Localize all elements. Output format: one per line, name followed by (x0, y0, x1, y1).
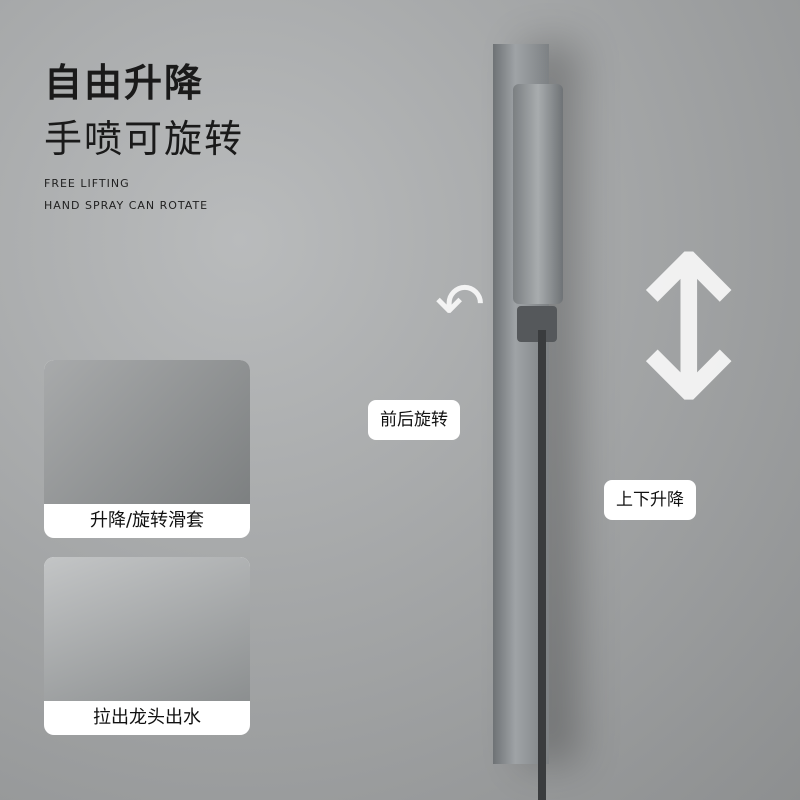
card-caption: 拉出龙头出水 (93, 707, 201, 728)
slider-detail-image (44, 360, 250, 504)
up-down-arrow-icon: ↕ (605, 213, 773, 446)
card-caption: 升降/旋转滑套 (89, 510, 205, 531)
hand-shower-head (513, 84, 563, 304)
rotating-slider-clip (517, 306, 557, 342)
rotate-tag: 前后旋转 (368, 400, 460, 440)
headline-secondary: 手喷可旋转 (44, 117, 245, 161)
subheading-1: FREE LIFTING (44, 177, 130, 190)
subheading-2: HAND SPRAY CAN ROTATE (44, 199, 209, 212)
faucet-detail-image (44, 557, 250, 701)
shower-hose (538, 330, 546, 800)
feature-card-faucet: 拉出龙头出水 (44, 557, 250, 735)
lift-tag: 上下升降 (604, 480, 696, 520)
headline: 自由升降 (44, 61, 205, 105)
feature-card-slider: 升降/旋转滑套 (44, 360, 250, 538)
rotate-arrow-icon: ↶ (435, 270, 486, 340)
